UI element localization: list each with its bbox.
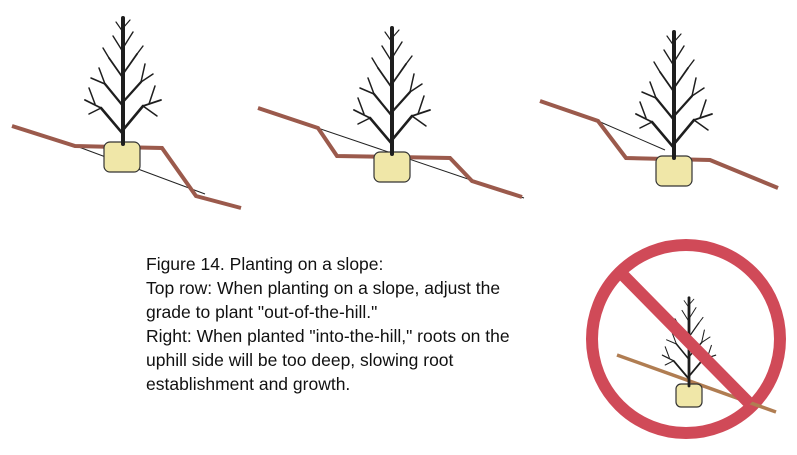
caption-line: grade to plant "out-of-the-hill." xyxy=(146,300,566,324)
caption-line: uphill side will be too deep, slowing ro… xyxy=(146,348,566,372)
figure-caption: Figure 14. Planting on a slope: Top row:… xyxy=(146,252,566,396)
bare-root-tree-icon xyxy=(636,32,712,158)
slope-panel-1 xyxy=(12,18,241,208)
root-ball xyxy=(656,156,692,186)
slope-panel-3 xyxy=(540,32,778,188)
caption-line: Top row: When planting on a slope, adjus… xyxy=(146,276,566,300)
root-ball xyxy=(676,384,702,407)
bare-root-tree-icon xyxy=(85,18,161,144)
slope-panel-2 xyxy=(258,28,524,198)
root-ball xyxy=(374,152,410,182)
caption-line: Right: When planted "into-the-hill," roo… xyxy=(146,324,566,348)
bare-root-tree-icon xyxy=(354,28,430,154)
caption-line: establishment and growth. xyxy=(146,372,566,396)
root-ball xyxy=(104,142,140,172)
prohibition-sign-icon xyxy=(592,245,780,433)
caption-title: Figure 14. Planting on a slope: xyxy=(146,252,566,276)
